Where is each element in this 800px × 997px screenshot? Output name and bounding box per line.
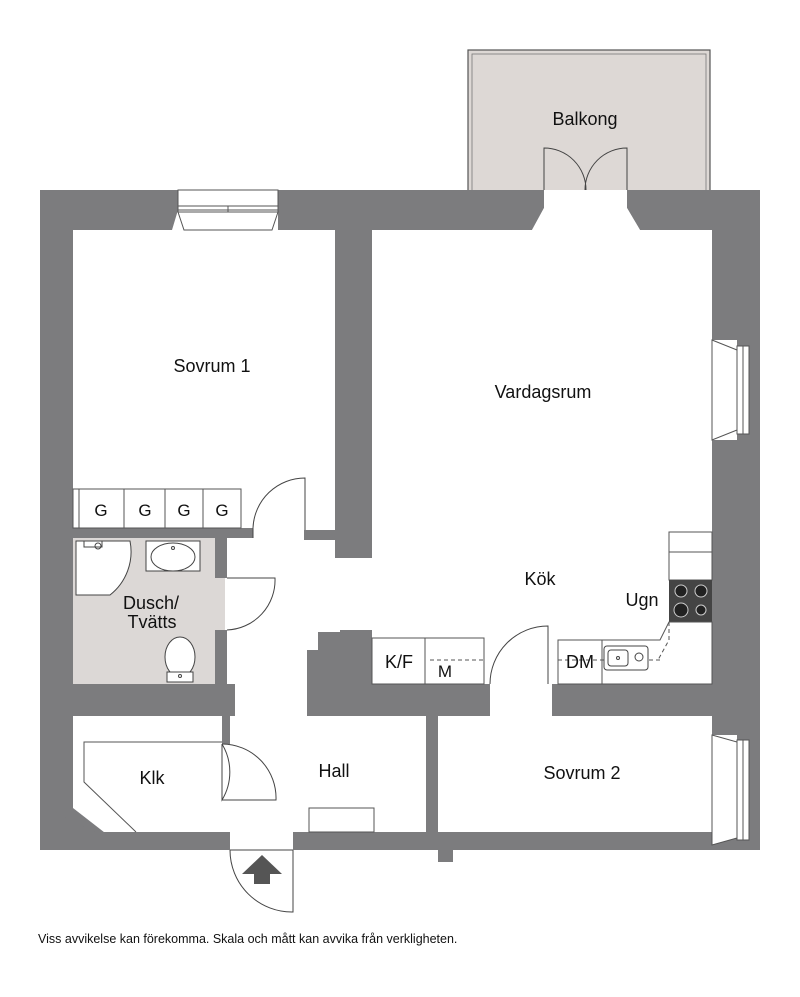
wardrobe-label-2: G <box>138 501 151 520</box>
room-label-sovrum2: Sovrum 2 <box>543 763 620 783</box>
room-label-sovrum1: Sovrum 1 <box>173 356 250 376</box>
entrance-door <box>229 849 294 913</box>
room-label-klk: Klk <box>139 768 165 788</box>
wardrobe-label-3: G <box>177 501 190 520</box>
door-sovrum1 <box>252 477 306 538</box>
kitchen-counter-right <box>668 531 713 581</box>
balcony <box>467 49 711 193</box>
walls <box>40 190 760 862</box>
room-label-dusch: Dusch/ <box>123 593 179 613</box>
toilet-icon <box>164 636 196 683</box>
door-klk <box>221 743 277 802</box>
balcony-door <box>532 147 640 230</box>
room-label-kok: Kök <box>524 569 556 589</box>
label-dm: DM <box>566 652 594 672</box>
entrance-arrow-icon <box>242 855 282 884</box>
window-sovrum1 <box>177 189 279 231</box>
hall-bench <box>308 807 375 833</box>
label-kf: K/F <box>385 652 413 672</box>
window-sovrum2 <box>711 734 750 846</box>
label-ugn: Ugn <box>625 590 658 610</box>
room-label-balkong: Balkong <box>552 109 617 129</box>
wardrobe-label-1: G <box>94 501 107 520</box>
window-vardagsrum <box>711 339 750 441</box>
fridge-area <box>371 637 485 685</box>
stove <box>669 580 712 622</box>
wardrobes <box>72 488 242 529</box>
room-label-hall: Hall <box>318 761 349 781</box>
disclaimer-text: Viss avvikelse kan förekomma. Skala och … <box>38 932 458 946</box>
room-label-tvatts: Tvätts <box>127 612 176 632</box>
shower <box>75 540 132 596</box>
sink <box>145 540 201 572</box>
room-label-vardagsrum: Vardagsrum <box>495 382 592 402</box>
label-m: M <box>438 662 452 681</box>
wardrobe-label-4: G <box>215 501 228 520</box>
kitchen-sink <box>603 645 649 671</box>
closet-klk <box>83 741 222 833</box>
door-sovrum2 <box>489 625 549 685</box>
door-bathroom <box>226 577 276 631</box>
